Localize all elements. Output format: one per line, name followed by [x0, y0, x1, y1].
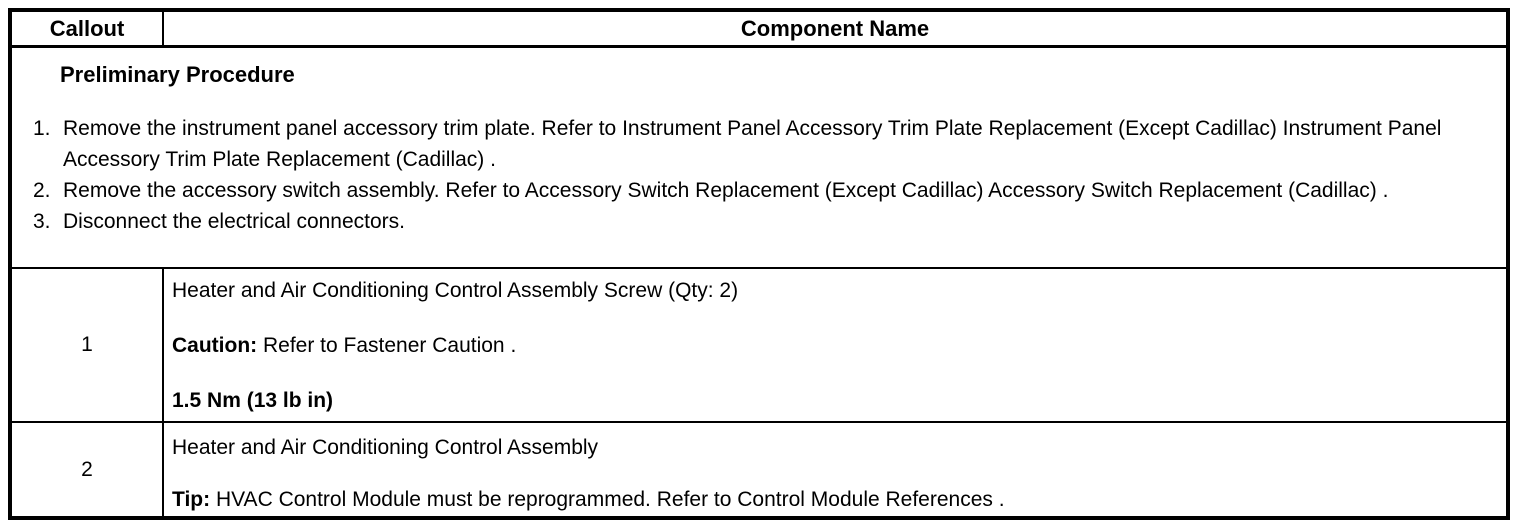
- preliminary-procedure-section: Preliminary Procedure 1. Remove the inst…: [12, 48, 1506, 269]
- callout-number: 1: [12, 269, 164, 421]
- column-header-component-name: Component Name: [740, 15, 930, 41]
- preliminary-procedure-title: Preliminary Procedure: [60, 62, 295, 87]
- step-text: Remove the instrument panel accessory tr…: [63, 117, 1442, 171]
- step-text: Remove the accessory switch assembly. Re…: [63, 179, 1389, 202]
- caution-note: Caution: Refer to Fastener Caution .: [172, 330, 1486, 361]
- column-header-callout: Callout: [12, 12, 164, 45]
- caution-text: Refer to Fastener Caution .: [257, 334, 517, 357]
- step-number: 2.: [33, 179, 51, 202]
- component-name-text: Heater and Air Conditioning Control Asse…: [172, 279, 739, 302]
- list-item: 3. Disconnect the electrical connectors.: [33, 206, 1506, 237]
- callout-number: 2: [12, 423, 164, 516]
- tip-text: HVAC Control Module must be reprogrammed…: [210, 488, 1005, 511]
- list-item: 1. Remove the instrument panel accessory…: [33, 113, 1506, 175]
- tip-label: Tip:: [172, 488, 211, 511]
- tip-note: Tip: HVAC Control Module must be reprogr…: [172, 484, 1486, 515]
- table-row: 2 Heater and Air Conditioning Control As…: [12, 423, 1506, 516]
- table-header-row: Callout Component Name: [12, 12, 1506, 48]
- caution-label: Caution:: [172, 334, 258, 357]
- component-cell: Heater and Air Conditioning Control Asse…: [164, 269, 1506, 421]
- step-number: 1.: [33, 117, 51, 140]
- table-row: 1 Heater and Air Conditioning Control As…: [12, 269, 1506, 423]
- component-name-text: Heater and Air Conditioning Control Asse…: [172, 436, 599, 459]
- torque-spec-text: 1.5 Nm (13 lb in): [172, 389, 334, 412]
- step-text: Disconnect the electrical connectors.: [63, 210, 405, 233]
- step-number: 3.: [33, 210, 51, 233]
- component-callout-table: Callout Component Name Preliminary Proce…: [8, 8, 1510, 520]
- list-item: 2. Remove the accessory switch assembly.…: [33, 175, 1506, 206]
- component-cell: Heater and Air Conditioning Control Asse…: [164, 423, 1506, 516]
- preliminary-steps-list: 1. Remove the instrument panel accessory…: [33, 113, 1506, 237]
